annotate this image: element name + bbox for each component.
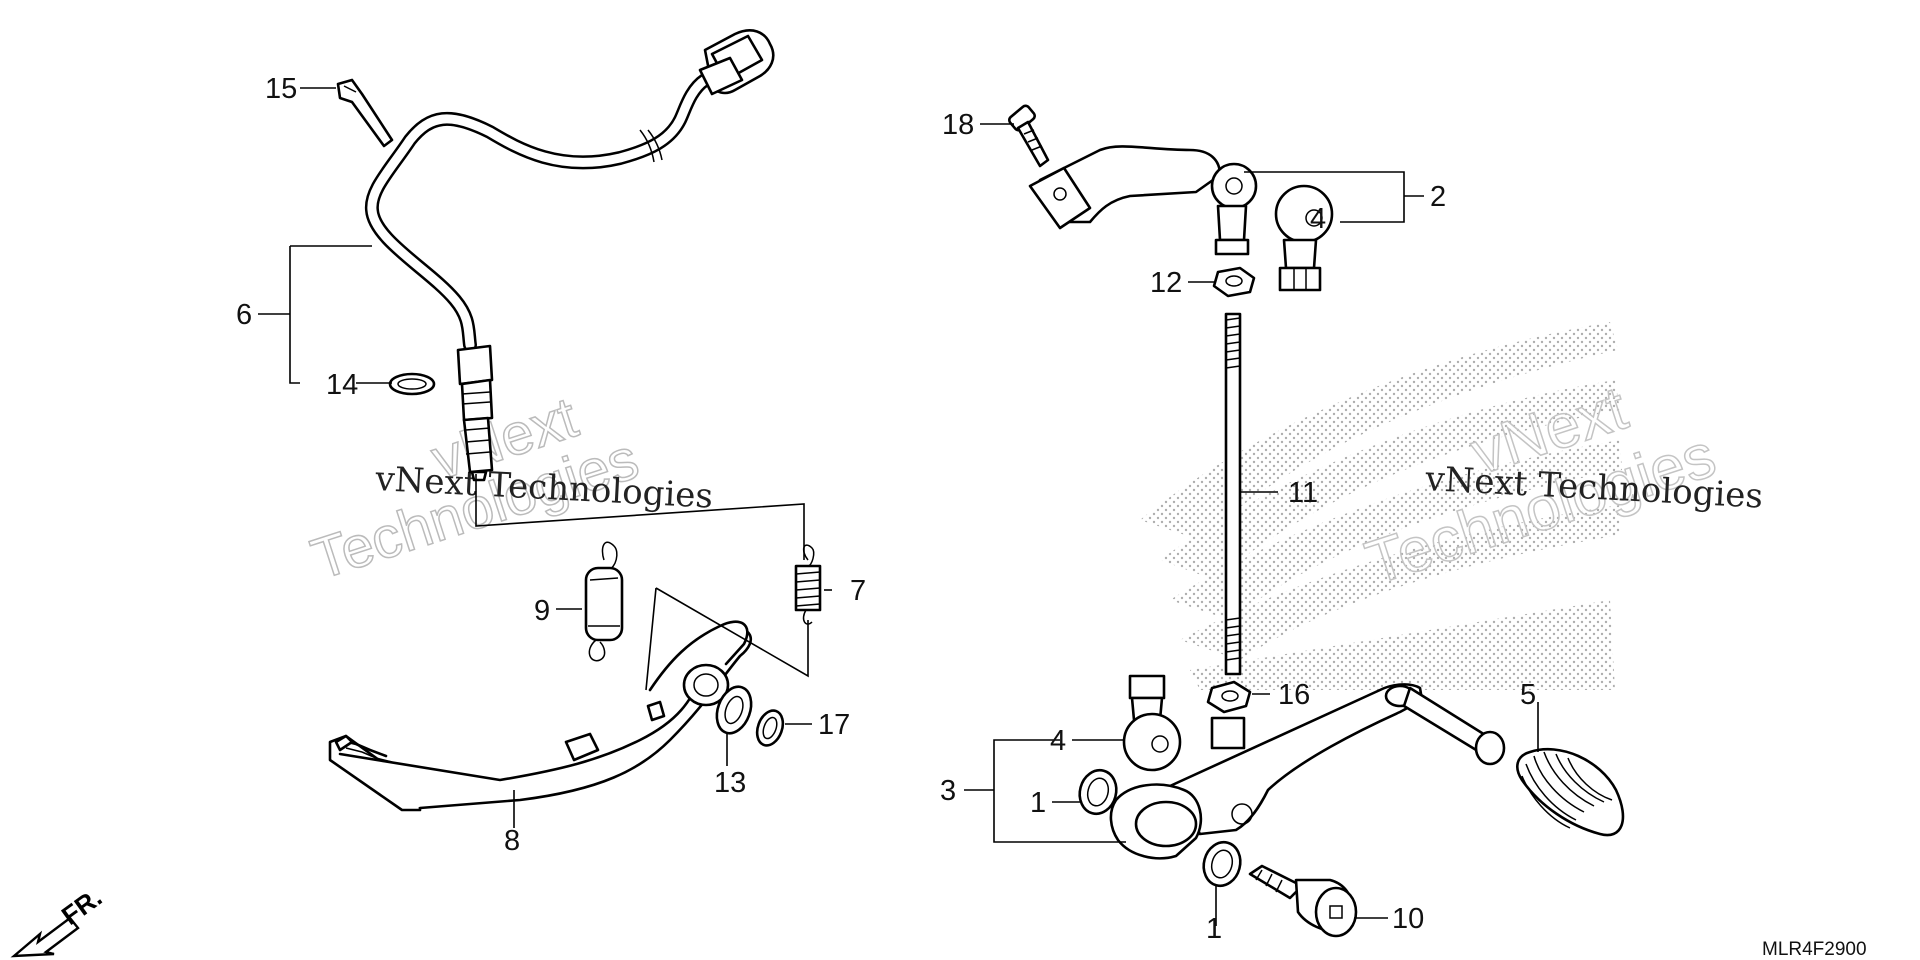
part-4-ball-joint-upper	[1274, 184, 1334, 292]
leader-lines	[258, 87, 1539, 926]
label-4-upper: 4	[1310, 203, 1326, 235]
part-4-ball-joint-lower	[1122, 674, 1182, 772]
label-9: 9	[534, 595, 550, 627]
part-16-nut	[1206, 680, 1252, 714]
label-4-lower: 4	[1050, 725, 1066, 757]
part-1-seal-upper	[1078, 768, 1118, 816]
label-12: 12	[1150, 267, 1182, 299]
brand-wing-watermark	[1140, 322, 1622, 690]
part-14-o-ring	[388, 372, 436, 396]
label-3: 3	[940, 775, 956, 807]
label-8: 8	[504, 825, 520, 857]
label-16: 16	[1278, 679, 1310, 711]
part-12-nut	[1212, 266, 1256, 298]
part-18-bolt	[1008, 104, 1050, 168]
part-6-switch-harness	[364, 29, 775, 482]
part-5-rubber	[1516, 747, 1625, 837]
part-15-clip	[336, 78, 394, 148]
part-1-seal-lower	[1202, 840, 1242, 888]
label-15: 15	[265, 73, 297, 105]
watermark-left: vNext Technologies vNext Technologies	[303, 384, 714, 593]
label-5: 5	[1520, 679, 1536, 711]
label-6: 6	[236, 299, 252, 331]
label-10: 10	[1392, 903, 1424, 935]
part-9-return-spring	[584, 541, 624, 662]
diagram-code: MLR4F2900	[1762, 939, 1867, 960]
label-1-upper: 1	[1030, 787, 1046, 819]
label-18: 18	[942, 109, 974, 141]
label-11: 11	[1288, 477, 1318, 509]
label-14: 14	[326, 369, 358, 401]
part-3-gearshift-pedal	[1109, 683, 1506, 860]
part-10-pivot-bolt	[1248, 864, 1358, 938]
label-2: 2	[1430, 181, 1446, 213]
label-7: 7	[850, 575, 866, 607]
label-17: 17	[818, 709, 850, 741]
part-7-spring	[794, 544, 822, 625]
label-13: 13	[714, 767, 746, 799]
part-13-washer	[715, 685, 753, 735]
part-11-tie-rod	[1224, 312, 1242, 676]
part-17-circlip	[755, 709, 785, 747]
front-direction-indicator: FR.	[10, 882, 107, 958]
part-8-brake-pedal	[328, 620, 752, 812]
part-2-shift-arm	[1028, 145, 1258, 256]
label-1-lower: 1	[1206, 913, 1222, 945]
callout-labels: 15 6 14 9 7 8 13 17 18 2 4 12 11 16 5 4 …	[236, 73, 1536, 945]
